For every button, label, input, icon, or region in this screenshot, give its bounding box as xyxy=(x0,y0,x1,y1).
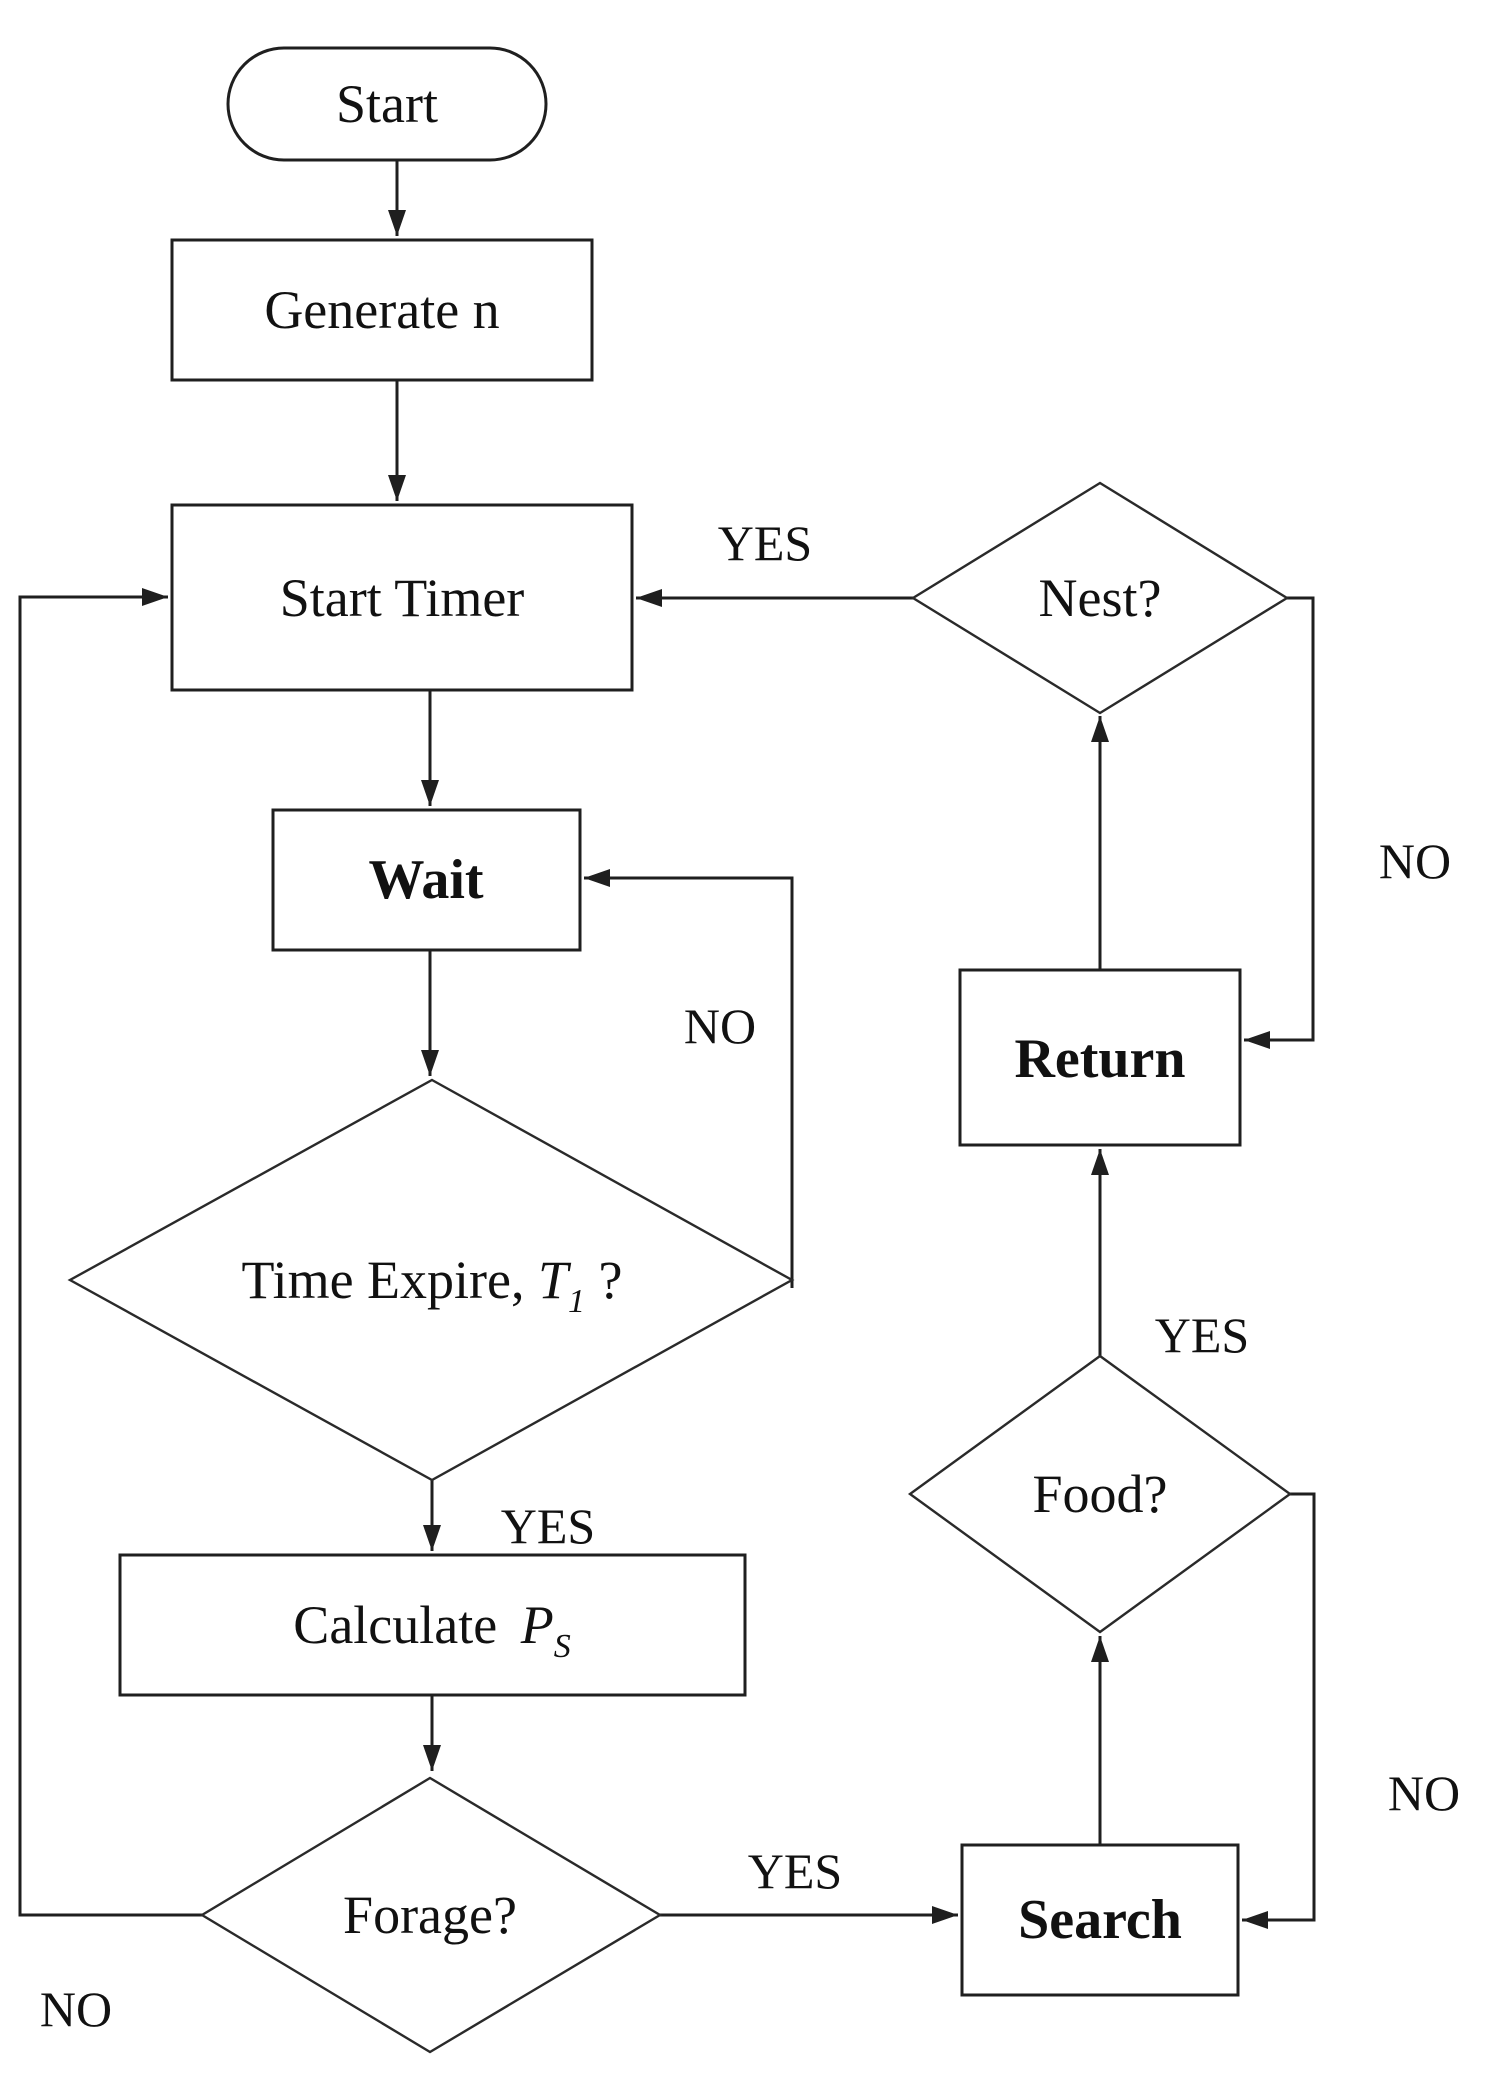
start-node-shape xyxy=(226,46,548,162)
edge-food-no-to-search xyxy=(1242,1492,1316,1929)
time-expire-label-suffix: ? xyxy=(585,1250,622,1310)
time-expire-decision: Time Expire, T1 ? xyxy=(67,1078,795,1482)
generate-n-node-label: Generate n xyxy=(264,280,499,340)
food-decision-shape xyxy=(907,1354,1293,1634)
edge-label-forage-yes: YES xyxy=(748,1843,842,1899)
time-expire-label-sub: 1 xyxy=(568,1283,585,1320)
return-node-shape xyxy=(958,968,1242,1147)
time-expire-decision-label: Time Expire, T1 ? xyxy=(241,1250,622,1320)
nest-decision-shape xyxy=(910,481,1290,715)
generate-n-node-shape xyxy=(170,238,594,382)
edge-label-time-expire-yes: YES xyxy=(501,1498,595,1554)
edge-forage-no-to-start-timer xyxy=(18,588,202,1917)
calculate-label-prefix: Calculate xyxy=(293,1595,510,1655)
start-node-label: Start xyxy=(336,74,438,134)
search-node-shape xyxy=(960,1843,1240,1997)
start-timer-node-label: Start Timer xyxy=(280,568,525,628)
start-timer-node: Start Timer xyxy=(170,503,634,692)
return-node: Return xyxy=(958,968,1242,1147)
edge-label-nest-yes: YES xyxy=(718,515,812,571)
start-node: Start xyxy=(226,46,548,162)
forage-decision: Forage? xyxy=(199,1776,663,2054)
nest-decision: Nest? xyxy=(910,481,1290,715)
forage-decision-label: Forage? xyxy=(343,1885,517,1945)
wait-node-shape xyxy=(271,808,582,952)
nest-decision-label: Nest? xyxy=(1039,568,1162,628)
search-node-label: Search xyxy=(1018,1889,1182,1951)
wait-node: Wait xyxy=(271,808,582,952)
calculate-label-sub: S xyxy=(554,1628,571,1665)
time-expire-decision-shape xyxy=(67,1078,795,1482)
food-decision: Food? xyxy=(907,1354,1293,1634)
calculate-ps-node-shape xyxy=(118,1553,747,1697)
search-node: Search xyxy=(960,1843,1240,1997)
calculate-label-var: P xyxy=(520,1595,554,1655)
food-decision-label: Food? xyxy=(1033,1464,1168,1524)
calculate-ps-node-label: Calculate PS xyxy=(293,1595,570,1665)
edge-label-food-no: NO xyxy=(1388,1765,1460,1821)
calculate-ps-node: Calculate PS xyxy=(118,1553,747,1697)
edge-label-forage-no: NO xyxy=(40,1981,112,2037)
edge-nest-no-to-return xyxy=(1244,596,1315,1049)
time-expire-label-prefix: Time Expire, xyxy=(241,1250,538,1310)
edge-label-nest-no: NO xyxy=(1379,833,1451,889)
wait-node-label: Wait xyxy=(368,849,483,911)
time-expire-label-var: T xyxy=(538,1250,572,1310)
edge-label-time-expire-no: NO xyxy=(684,998,756,1054)
start-timer-node-shape xyxy=(170,503,634,692)
edge-time-expire-no-to-wait xyxy=(584,869,794,1288)
return-node-label: Return xyxy=(1014,1028,1185,1090)
forage-decision-shape xyxy=(199,1776,663,2054)
generate-n-node: Generate n xyxy=(170,238,594,382)
edge-label-food-yes: YES xyxy=(1155,1307,1249,1363)
